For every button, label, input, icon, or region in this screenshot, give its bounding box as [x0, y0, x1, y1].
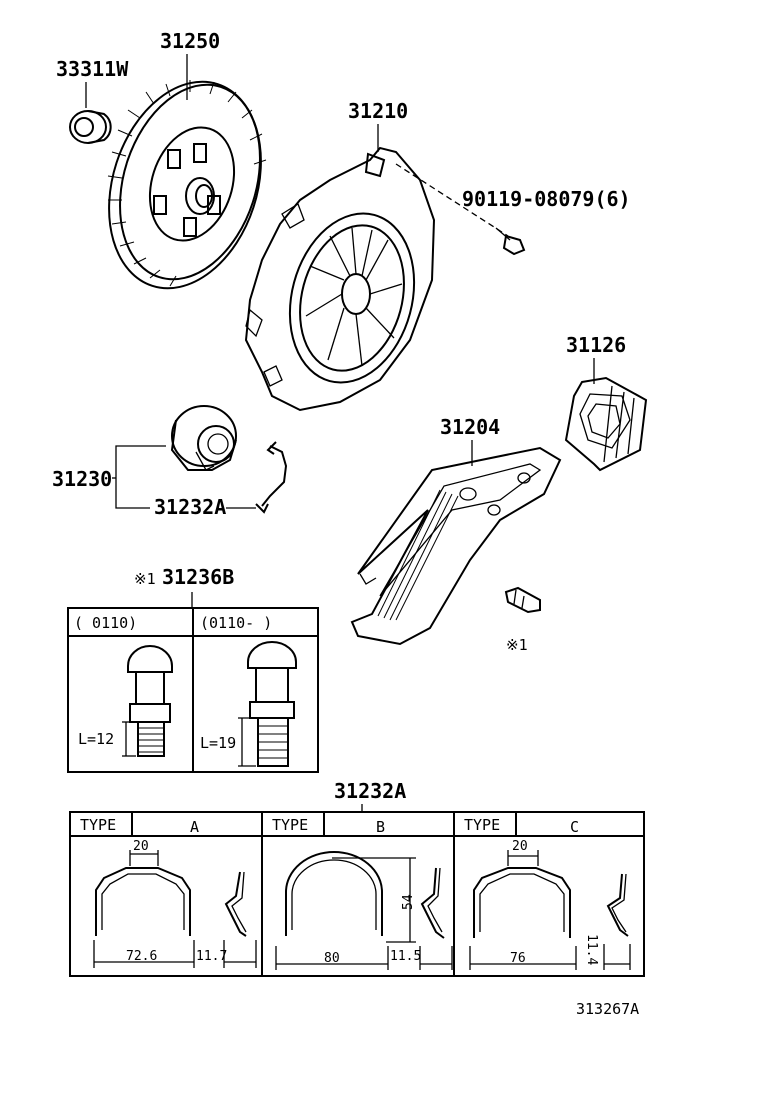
- bolt-long-drawing: [238, 641, 297, 767]
- clip-type-table-31232a: 31232A TYPE A TYPE B TYPE C: [69, 779, 645, 977]
- bolt-col2-header: (0110- ): [200, 614, 272, 632]
- type-b-depth-dim: 11.5: [390, 949, 421, 964]
- part-label-31126: 31126: [566, 333, 626, 357]
- part-label-90119: 90119-08079(6): [462, 187, 631, 211]
- type-a-width-dim: 72.6: [126, 949, 157, 964]
- bolt-short-drawing: [122, 645, 173, 757]
- clip-table-title: 31232A: [334, 779, 406, 803]
- part-label-31230: 31230: [52, 467, 112, 491]
- clip-type-a-drawing: [93, 850, 257, 968]
- pressure-plate-31210[interactable]: 31210: [244, 99, 436, 412]
- part-label-33311w: 33311W: [56, 57, 129, 81]
- part-label-31210: 31210: [348, 99, 408, 123]
- type-a-name: A: [190, 818, 199, 836]
- type-c-width-dim: 76: [510, 951, 526, 966]
- fork-pivot-stud[interactable]: ※1: [504, 586, 541, 654]
- type-b-width-dim: 80: [324, 951, 340, 966]
- type-a-top-dim: 20: [133, 839, 149, 854]
- type-header-a: TYPE: [80, 816, 116, 834]
- part-label-31232a: 31232A: [154, 495, 226, 519]
- type-header-c: TYPE: [464, 816, 500, 834]
- type-b-name: B: [376, 818, 385, 836]
- type-c-name: C: [570, 818, 579, 836]
- type-header-b: TYPE: [272, 816, 308, 834]
- part-mark-x1: ※1: [506, 636, 528, 654]
- pilot-bearing-33311w[interactable]: 33311W: [56, 57, 129, 144]
- release-fork-31204[interactable]: 31204: [350, 415, 562, 646]
- bolt-col2-length: L=19: [200, 734, 236, 752]
- clutch-disc-31250[interactable]: 31250: [84, 29, 286, 308]
- type-a-depth-dim: 11.7: [196, 949, 227, 964]
- bolt-col1-length: L=12: [78, 730, 114, 748]
- bolt-col1-header: ( 0110): [74, 614, 137, 632]
- bolt-90119-08079[interactable]: 90119-08079(6): [395, 163, 631, 256]
- part-label-31236b: 31236B: [162, 565, 234, 589]
- release-bearing-clip-31232a[interactable]: 31232A: [154, 441, 288, 519]
- type-b-height-dim: 54: [401, 894, 416, 910]
- pivot-bolt-table-31236b: ※1 31236B ( 0110) (0110- ) L=12: [67, 565, 319, 773]
- type-c-top-dim: 20: [512, 839, 528, 854]
- release-bearing-31230[interactable]: 31230: [52, 405, 237, 509]
- table-mark-x1: ※1: [134, 570, 156, 588]
- release-fork-boot-31126[interactable]: 31126: [564, 333, 648, 472]
- type-c-depth-dim: 11.4: [584, 934, 599, 965]
- figure-number: 313267A: [576, 1000, 639, 1018]
- clip-type-b-drawing: [275, 851, 453, 970]
- part-label-31250: 31250: [160, 29, 220, 53]
- part-label-31204: 31204: [440, 415, 500, 439]
- clip-type-c-drawing: [469, 850, 631, 970]
